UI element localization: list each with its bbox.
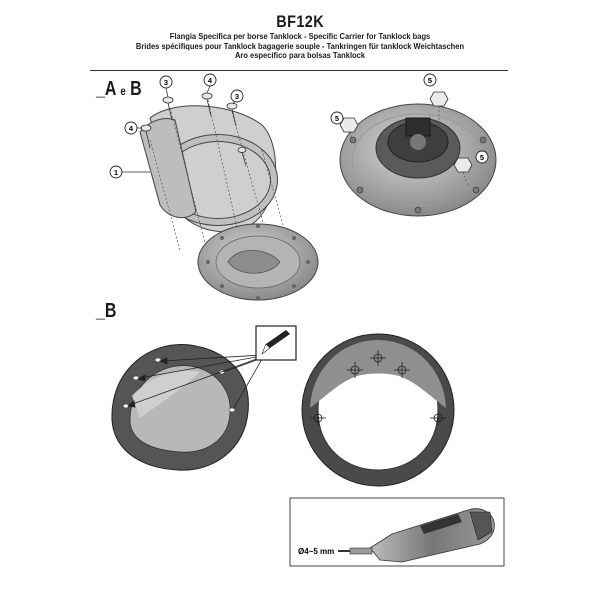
- description-line-1: Flangia Specifica per borse Tanklock - S…: [169, 32, 431, 41]
- section-label-a-e-b: _A e B: [96, 78, 142, 100]
- screw-side: [237, 147, 247, 167]
- document-header: BF12K Flangia Specifica per borse Tanklo…: [0, 12, 600, 61]
- nuts: [339, 91, 473, 173]
- drill-inset: Ø4~5 mm: [289, 497, 505, 567]
- drill-dimension: Ø4~5 mm: [298, 547, 334, 556]
- callout-3b: 3: [230, 89, 244, 105]
- tank-filler-assembly: [339, 91, 497, 217]
- svg-text:4: 4: [129, 124, 134, 133]
- svg-text:4: 4: [208, 76, 213, 85]
- screws: [140, 92, 247, 167]
- product-code: BF12K: [276, 12, 324, 31]
- callout-3a: 3: [159, 75, 173, 98]
- svg-text:5: 5: [428, 76, 432, 85]
- callouts-right: 5 5 5: [330, 73, 489, 164]
- callout-1: 1: [109, 165, 150, 179]
- callout-5c: 5: [475, 150, 489, 164]
- svg-text:5: 5: [335, 114, 339, 123]
- svg-text:3: 3: [235, 92, 239, 101]
- marking-arrows: [127, 354, 263, 409]
- callout-5b: 5: [330, 111, 344, 125]
- callout-4b: 4: [124, 121, 142, 135]
- exploded-assembly: [139, 92, 319, 301]
- crosshair-icon: [310, 350, 446, 426]
- pencil-icon: [255, 325, 297, 361]
- screw-4a: [201, 92, 213, 117]
- callout-4a: 4: [203, 73, 217, 94]
- header-divider: [90, 70, 508, 71]
- description-line-2: Brides spécifiques pour Tanklock bagager…: [135, 41, 465, 51]
- screw-4b: [140, 124, 152, 149]
- front-bracket: [139, 118, 197, 219]
- ring-drilled: [301, 333, 455, 487]
- screw-3a: [162, 96, 174, 121]
- callouts-left: 3 4 3 4 1: [109, 73, 244, 179]
- alignment-lines: [149, 99, 291, 251]
- callout-5a: 5: [423, 73, 437, 87]
- svg-text:3: 3: [164, 78, 168, 87]
- svg-text:5: 5: [480, 153, 484, 162]
- drill-icon: [338, 508, 495, 563]
- section-label-b: _B: [96, 300, 117, 322]
- svg-text:1: 1: [114, 168, 118, 177]
- screw-3b: [226, 102, 238, 127]
- description-line-3: Aro especifico para bolsas Tanklock: [234, 51, 366, 61]
- ring-marking: [111, 325, 297, 471]
